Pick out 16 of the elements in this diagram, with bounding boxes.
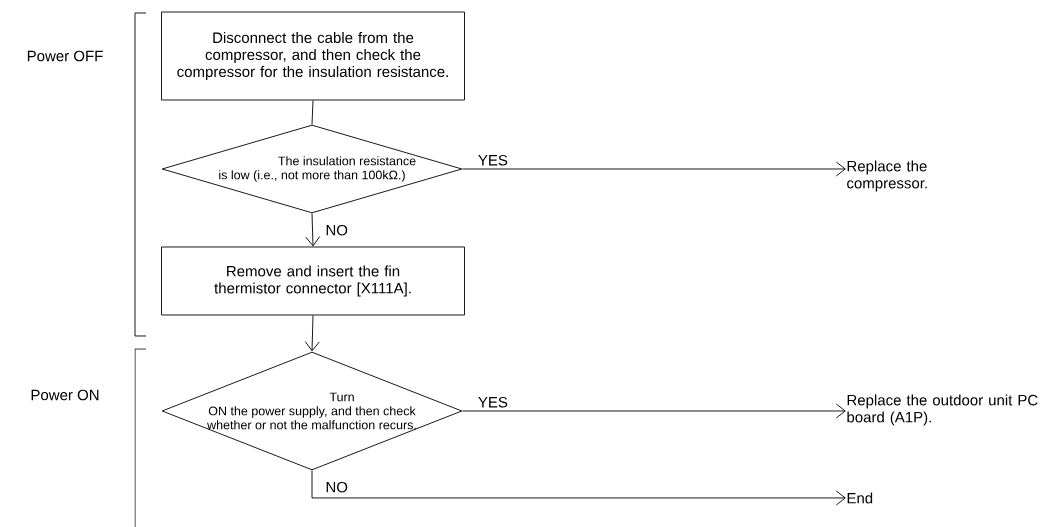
arrow [462, 403, 846, 419]
result-text: End [847, 492, 873, 504]
arrow [462, 161, 846, 177]
phase-label: Power OFF [27, 50, 103, 62]
result-text: Replace the outdoor unit PC board (A1P). [847, 394, 1038, 426]
arrow [304, 315, 320, 352]
edge-label: YES [476, 153, 509, 167]
arrow [311, 470, 846, 506]
edge-label: NO [324, 223, 349, 237]
arrow [305, 213, 321, 247]
phase-label: Power ON [31, 389, 99, 401]
edge-label: YES [476, 395, 509, 409]
process-box: Disconnect the cable from the compressor, and then check the compressor for the insulation resistance. [161, 11, 465, 101]
process-box: Remove and insert the fin thermistor connector [X111A]. [161, 246, 465, 316]
edge-label: NO [324, 480, 349, 494]
result-text: Replace the compressor. [847, 160, 927, 192]
